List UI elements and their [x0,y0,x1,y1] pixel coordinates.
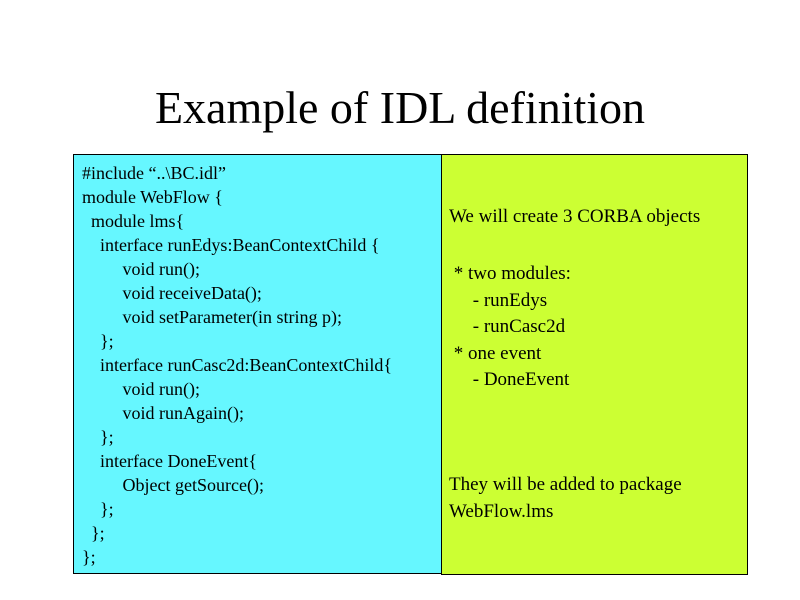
code-line: void run(); [82,259,200,279]
code-line: void setParameter(in string p); [82,307,342,327]
code-line: interface runCasc2d:BeanContextChild{ [82,355,393,375]
notes-list-line: * one event [449,342,542,364]
code-line: }; [82,523,105,543]
code-line: void receiveData(); [82,283,262,303]
notes-list-line: - runCasc2d [449,316,566,337]
code-line: void runAgain(); [82,403,244,423]
notes-conclusion-line: They will be added to package [449,474,682,495]
notes-list-line: - DoneEvent [449,369,570,390]
code-line: }; [82,331,114,351]
code-line: }; [82,547,96,567]
code-line: interface runEdys:BeanContextChild { [82,235,380,255]
code-line: void run(); [82,379,200,399]
code-line: #include “..\BC.idl” [82,163,226,183]
code-line: }; [82,427,114,447]
notes-conclusion-line: WebFlow.lms [449,501,554,522]
notes-list-line: - runEdys [449,289,548,311]
notes-box: We will create 3 CORBA objects * two mod… [441,154,748,575]
code-line: module lms{ [82,211,185,231]
slide-title: Example of IDL definition [154,82,646,133]
code-line: module WebFlow { [82,187,223,207]
code-line: interface DoneEvent{ [82,451,258,471]
code-line: Object getSource(); [82,475,264,495]
notes-list-line: * two modules: [449,263,571,284]
notes-intro: We will create 3 CORBA objects [449,206,701,227]
idl-code-box: #include “..\BC.idl” module WebFlow { mo… [73,154,443,574]
code-line: }; [82,499,114,519]
